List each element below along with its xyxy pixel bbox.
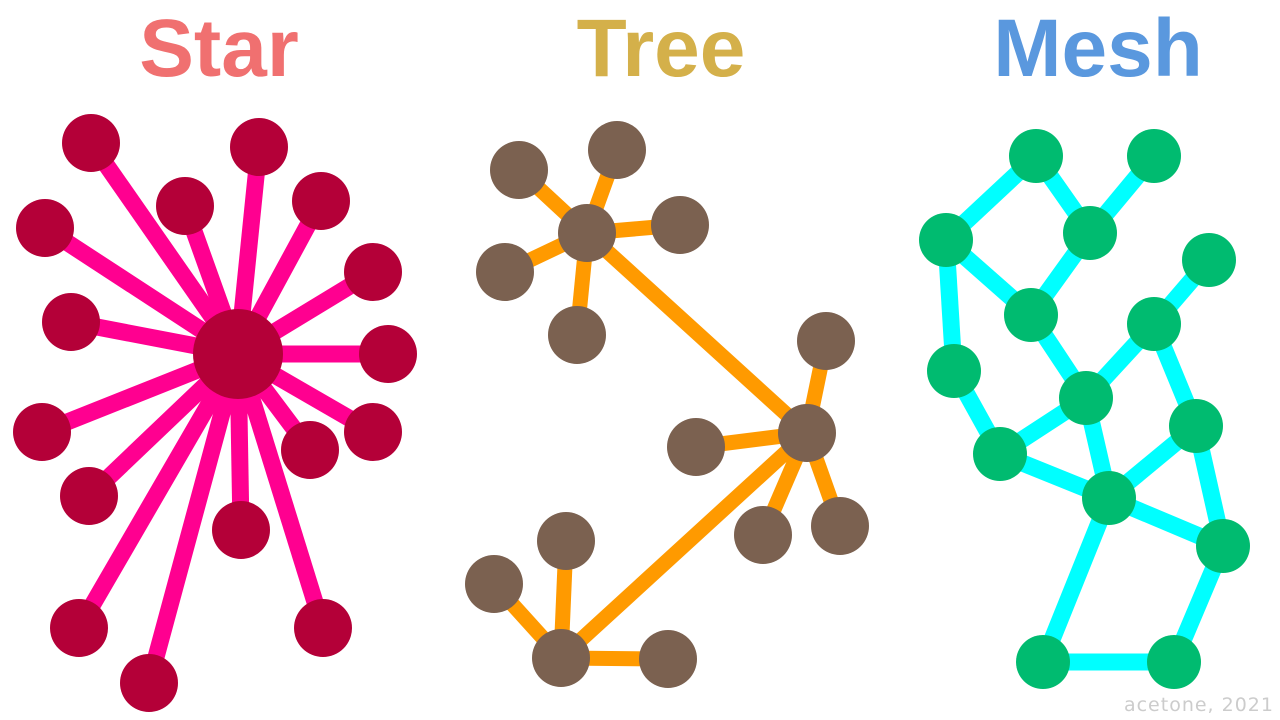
star-leaf-node [344,243,402,301]
mesh-node [1082,471,1136,525]
nodes-layer [13,114,1250,712]
tree-node [811,497,869,555]
tree-node [667,418,725,476]
mesh-node [1059,371,1113,425]
tree-edge [581,227,813,439]
tree-node [734,506,792,564]
star-leaf-node [281,421,339,479]
tree-edge [555,427,813,664]
tree-node [532,629,590,687]
mesh-node [1127,297,1181,351]
tree-node [778,404,836,462]
star-leaf-node [50,599,108,657]
tree-title: Tree [576,3,746,94]
mesh-node [919,213,973,267]
tree-node [797,312,855,370]
star-leaf-node [344,403,402,461]
star-leaf-node [359,325,417,383]
tree-node [639,630,697,688]
star-leaf-node [156,177,214,235]
star-hub-node [193,309,283,399]
mesh-node [1127,129,1181,183]
star-edge [71,349,246,633]
star-leaf-node [13,403,71,461]
tree-node [548,306,606,364]
mesh-node [1196,519,1250,573]
mesh-node [1147,635,1201,689]
tree-node [558,204,616,262]
tree-node [476,243,534,301]
mesh-node [1182,233,1236,287]
mesh-node [1063,206,1117,260]
mesh-node [1016,635,1070,689]
mesh-edge [1035,494,1117,666]
star-leaf-node [212,501,270,559]
star-leaf-node [230,118,288,176]
star-leaf-node [60,467,118,525]
credit-text: acetone, 2021 [1123,694,1274,716]
mesh-node [927,344,981,398]
mesh-title: Mesh [993,3,1203,94]
star-title: Star [139,3,299,94]
tree-node [588,121,646,179]
mesh-node [973,427,1027,481]
star-leaf-node [62,114,120,172]
tree-node [490,141,548,199]
mesh-node [1009,129,1063,183]
mesh-node [1169,399,1223,453]
star-edge [140,351,247,686]
star-leaf-node [292,172,350,230]
star-leaf-node [42,293,100,351]
star-leaf-node [294,599,352,657]
star-leaf-node [120,654,178,712]
edges-layer [38,138,1232,686]
star-leaf-node [16,199,74,257]
mesh-node [1004,288,1058,342]
tree-node [537,512,595,570]
tree-node [465,555,523,613]
tree-node [651,196,709,254]
star-edge [229,351,332,631]
